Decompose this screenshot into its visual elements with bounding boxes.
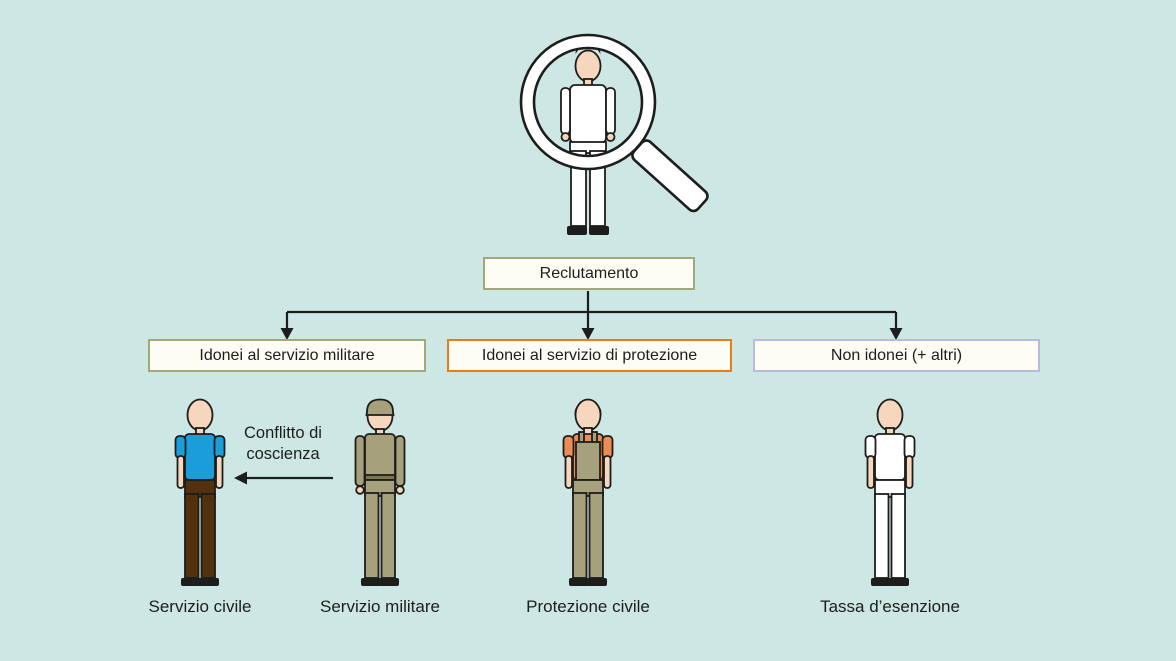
node-reclutamento: Reclutamento bbox=[483, 257, 695, 290]
node-idonei-militare-label: Idonei al servizio militare bbox=[199, 346, 375, 364]
node-idonei-militare: Idonei al servizio militare bbox=[148, 339, 426, 372]
magnifier-lens bbox=[519, 33, 657, 171]
figure-tassa-esenzione bbox=[835, 396, 945, 601]
conflict-label-line2: coscienza bbox=[246, 445, 320, 463]
figure-protezione-civile bbox=[533, 396, 643, 601]
label-tassa-esenzione: Tassa d’esenzione bbox=[820, 597, 960, 616]
magnifier-person-icon bbox=[519, 33, 709, 235]
label-servizio-civile: Servizio civile bbox=[148, 597, 252, 616]
tree-connectors bbox=[280, 291, 903, 340]
figure-servizio-civile bbox=[145, 396, 255, 601]
node-non-idonei: Non idonei (+ altri) bbox=[753, 339, 1040, 372]
exemption-person-icon bbox=[864, 398, 916, 586]
magnifier-handle bbox=[631, 139, 709, 213]
conflict-label: Conflitto di coscienza bbox=[226, 423, 340, 465]
node-non-idonei-label: Non idonei (+ altri) bbox=[830, 346, 963, 364]
node-idonei-protezione: Idonei al servizio di protezione bbox=[447, 339, 732, 372]
node-reclutamento-label: Reclutamento bbox=[539, 264, 639, 282]
soldier-person-icon bbox=[354, 398, 406, 586]
recruitment-examination-figure bbox=[457, 30, 719, 247]
civil-service-person-icon bbox=[174, 398, 226, 586]
node-idonei-protezione-label: Idonei al servizio di protezione bbox=[481, 346, 698, 364]
figure-servizio-militare bbox=[325, 396, 435, 601]
conflict-label-line1: Conflitto di bbox=[244, 424, 322, 442]
label-servizio-militare: Servizio militare bbox=[320, 597, 440, 616]
label-protezione-civile: Protezione civile bbox=[526, 597, 650, 616]
civil-protection-person-icon bbox=[562, 398, 614, 586]
